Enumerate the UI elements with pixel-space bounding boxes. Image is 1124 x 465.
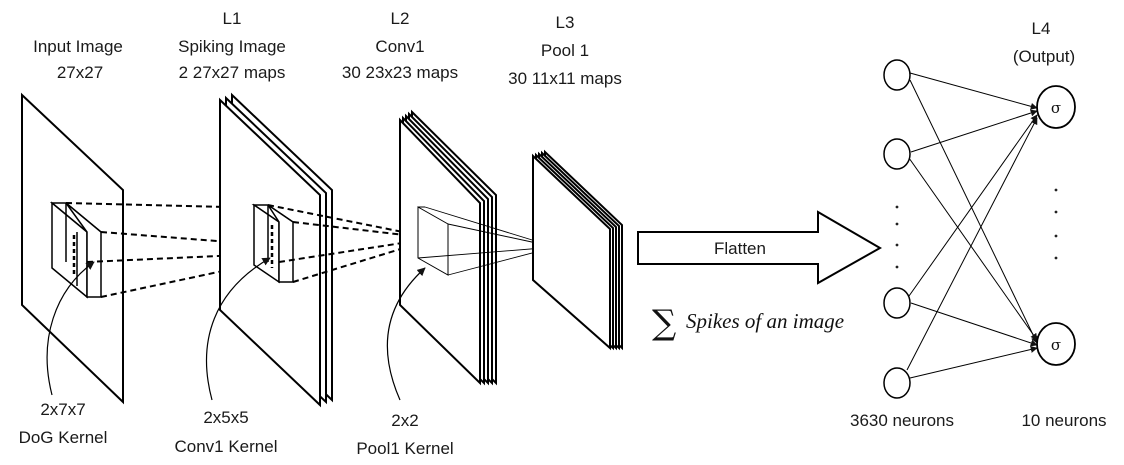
output-neuron-sigma: σ xyxy=(1051,99,1061,117)
l1-name: L1 xyxy=(223,9,242,28)
input-image-size: 27x27 xyxy=(57,63,103,82)
l2-maps: 30 23x23 maps xyxy=(342,63,458,82)
l3-name: L3 xyxy=(556,13,575,32)
flatten-label: Flatten xyxy=(714,239,766,258)
input-neuron xyxy=(883,287,911,319)
l3-title: Pool 1 xyxy=(541,41,589,60)
input-neuron xyxy=(883,138,911,170)
l2-title: Conv1 xyxy=(375,37,424,56)
conv1-kernel-cube xyxy=(251,203,296,284)
kernel-callout-arrows xyxy=(46,257,426,401)
sum-symbol: ∑ xyxy=(652,303,676,343)
output-neuron xyxy=(1036,322,1076,366)
pool1-kernel-name: Pool1 Kernel xyxy=(356,439,453,458)
l2-name: L2 xyxy=(391,9,410,28)
l1-maps: 2 27x27 maps xyxy=(179,63,286,82)
input-neuron xyxy=(883,367,911,399)
dog-kernel-name: DoG Kernel xyxy=(19,428,108,447)
l4-name: L4 xyxy=(1032,19,1051,38)
input-neurons xyxy=(883,59,911,399)
conv1-kernel-name: Conv1 Kernel xyxy=(174,437,277,456)
conv1-kernel-callout xyxy=(205,257,271,401)
input-image-title: Input Image xyxy=(33,37,123,56)
l3-pool-maps xyxy=(532,149,623,351)
l3-maps: 30 11x11 maps xyxy=(508,69,622,88)
l4-title: (Output) xyxy=(1013,47,1075,66)
l1-title: Spiking Image xyxy=(178,37,286,56)
conv1-kernel-size: 2x5x5 xyxy=(203,408,248,427)
dog-kernel-size: 2x7x7 xyxy=(40,400,85,419)
sum-text: Spikes of an image xyxy=(686,309,844,333)
pool1-kernel-size: 2x2 xyxy=(391,411,418,430)
output-neurons xyxy=(1036,85,1076,366)
flatten-arrow xyxy=(637,210,883,285)
input-neuron-ellipsis xyxy=(895,205,899,269)
pool1-kernel-callout xyxy=(386,267,426,401)
output-neuron xyxy=(1036,85,1076,129)
output-neuron-ellipsis xyxy=(1054,188,1058,260)
output-neuron-sigma: σ xyxy=(1051,336,1061,354)
fc-connections xyxy=(906,72,1038,379)
input-neuron xyxy=(883,59,911,91)
input-neuron-count: 3630 neurons xyxy=(850,411,954,430)
dog-kernel-callout xyxy=(46,261,95,396)
dog-kernel-cube xyxy=(49,201,104,299)
output-neuron-count: 10 neurons xyxy=(1021,411,1106,430)
